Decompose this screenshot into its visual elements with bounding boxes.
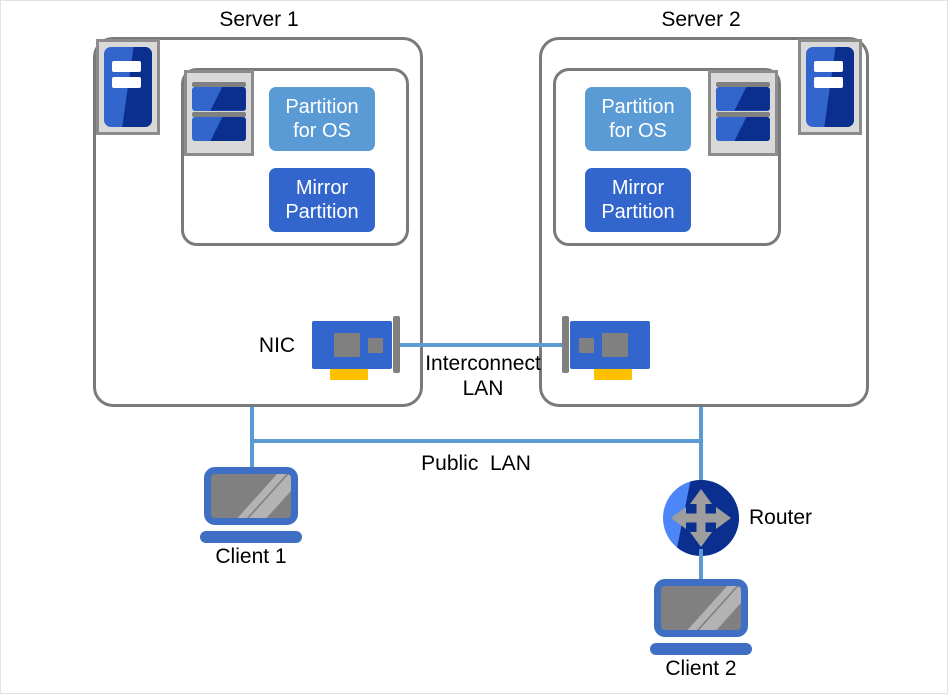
disk-icon-platter-2 (192, 117, 246, 141)
client2-base (650, 643, 752, 655)
nic-bracket (393, 316, 400, 373)
server-icon-bar-1 (111, 61, 142, 72)
public-lan-label: Public LAN (421, 452, 531, 475)
server2-partition-mirror[interactable]: Mirror Partition (585, 168, 691, 232)
server2-partition-os[interactable]: Partition for OS (585, 87, 691, 151)
server1-title: Server 1 (219, 8, 299, 31)
server2-diskgroup[interactable] (553, 68, 781, 246)
nic-gold-connector (330, 369, 368, 380)
client1-icon[interactable] (200, 467, 302, 543)
client2-link-line (699, 549, 703, 585)
server2-title: Server 2 (661, 8, 741, 31)
router-label: Router (749, 506, 813, 529)
public-lan-line (250, 439, 703, 443)
server-icon-body (806, 47, 854, 127)
server2-public-lan-drop (699, 407, 703, 489)
nic-label: NIC (258, 334, 296, 357)
client1-base (200, 531, 302, 543)
nic-chip-small (579, 338, 594, 353)
nic-icon[interactable] (562, 316, 650, 380)
disk-icon (708, 70, 778, 156)
client2-icon[interactable] (650, 579, 752, 655)
disk-icon-platter-2-shade (734, 117, 770, 141)
server1-partition-mirror[interactable]: Mirror Partition (269, 168, 375, 232)
disk-icon-platter-2-shade (210, 117, 246, 141)
nic-chip-small (368, 338, 383, 353)
server-icon-bar-2 (111, 77, 142, 88)
client1-screen (204, 467, 298, 525)
server2-container[interactable] (539, 37, 869, 407)
server-icon (96, 39, 160, 135)
client1-label: Client 1 (215, 545, 287, 568)
nic-bracket (562, 316, 569, 373)
disk-icon-separator-1 (716, 81, 770, 87)
nic-icon[interactable] (312, 316, 400, 380)
disk-icon-platter-1-shade (734, 86, 770, 111)
interconnect-lan-line (397, 343, 569, 347)
disk-icon-platter-1 (192, 86, 246, 111)
router-icon[interactable] (662, 479, 740, 557)
server-icon-bar-1 (813, 61, 844, 72)
server-icon-bar-2 (813, 77, 844, 88)
client2-screen (654, 579, 748, 637)
client1-link-line (250, 439, 254, 471)
server-icon-body (104, 47, 152, 127)
router-glyph (663, 480, 739, 556)
nic-chip-large (602, 333, 628, 357)
disk-icon-separator-1 (192, 81, 246, 87)
nic-chip-large (334, 333, 360, 357)
server-icon (798, 39, 862, 135)
server1-partition-os[interactable]: Partition for OS (269, 87, 375, 151)
server1-public-lan-drop (250, 407, 254, 443)
nic-gold-connector (594, 369, 632, 380)
client2-label: Client 2 (665, 657, 737, 680)
disk-icon-separator-2 (192, 112, 246, 118)
disk-icon-separator-2 (716, 112, 770, 118)
disk-icon-platter-1-shade (210, 86, 246, 111)
disk-icon-platter-1 (716, 86, 770, 111)
disk-icon-platter-2 (716, 117, 770, 141)
server1-diskgroup[interactable] (181, 68, 409, 246)
disk-icon (184, 70, 254, 156)
server1-container[interactable] (93, 37, 423, 407)
interconnect-lan-label: Interconnect LAN (425, 352, 541, 400)
